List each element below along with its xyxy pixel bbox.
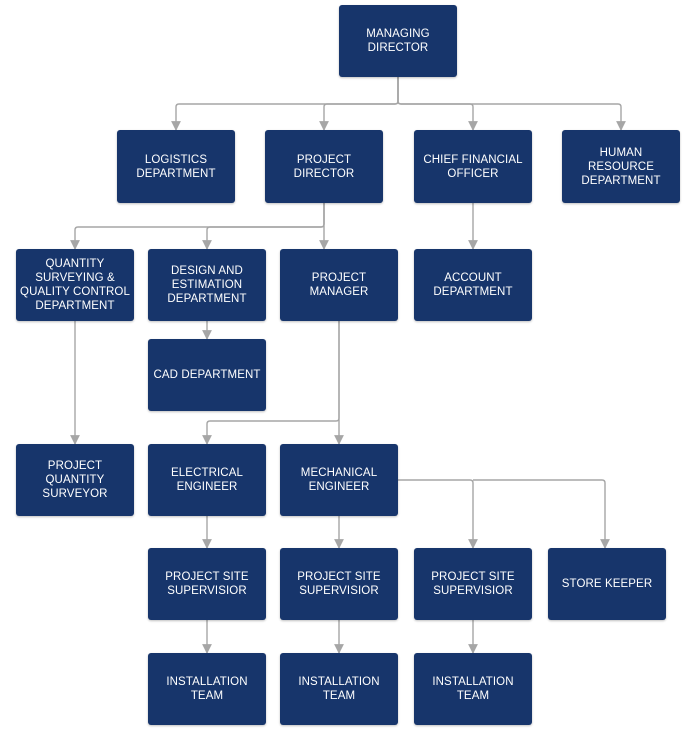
edge-mechanical-sup3 <box>398 479 478 549</box>
node-label: DESIGN AND ESTIMATION DEPARTMENT <box>167 265 247 305</box>
node-project-quantity-surveyor: PROJECT QUANTITY SURVEYOR <box>16 444 134 516</box>
node-label: INSTALLATION TEAM <box>298 676 380 702</box>
node-label: PROJECT DIRECTOR <box>293 153 355 180</box>
node-label: PROJECT SITE SUPERVISIOR <box>165 571 249 597</box>
node-label: CHIEF FINANCIAL OFFICER <box>423 153 523 180</box>
node-chief-financial-officer: CHIEF FINANCIAL OFFICER <box>414 130 532 203</box>
node-label: QUANTITY SURVEYING & QUALITY CONTROL DEP… <box>20 258 130 312</box>
node-label: HUMAN RESOURCE DEPARTMENT <box>581 146 661 187</box>
node-project-director: PROJECT DIRECTOR <box>265 130 383 203</box>
node-project-manager: PROJECT MANAGER <box>280 249 398 321</box>
node-label: CAD DEPARTMENT <box>153 369 261 381</box>
edge-md-hr <box>397 77 626 131</box>
node-label: PROJECT MANAGER <box>309 272 369 298</box>
edge-pd-qs-qc <box>70 203 325 250</box>
node-human-resource-department: HUMAN RESOURCE DEPARTMENT <box>562 130 680 203</box>
node-logistics-department: LOGISTICS DEPARTMENT <box>117 130 235 203</box>
node-label: PROJECT QUANTITY SURVEYOR <box>42 460 108 500</box>
node-cad-department: CAD DEPARTMENT <box>148 339 266 411</box>
node-label: LOGISTICS DEPARTMENT <box>136 153 216 180</box>
node-label: PROJECT SITE SUPERVISIOR <box>297 571 381 597</box>
node-project-site-supervisor-3: PROJECT SITE SUPERVISIOR <box>414 548 532 620</box>
node-label: STORE KEEPER <box>561 578 653 590</box>
edge-md-project-director <box>319 77 399 131</box>
node-label: MANAGING DIRECTOR <box>366 28 430 54</box>
node-store-keeper: STORE KEEPER <box>548 548 666 620</box>
node-mechanical-engineer: MECHANICAL ENGINEER <box>280 444 398 516</box>
node-label: MECHANICAL ENGINEER <box>300 467 378 493</box>
node-label: INSTALLATION TEAM <box>432 676 514 702</box>
node-design-estimation-department: DESIGN AND ESTIMATION DEPARTMENT <box>148 249 266 321</box>
node-label: PROJECT SITE SUPERVISIOR <box>431 571 515 597</box>
node-installation-team-2: INSTALLATION TEAM <box>280 653 398 725</box>
node-label: ELECTRICAL ENGINEER <box>171 467 243 493</box>
node-electrical-engineer: ELECTRICAL ENGINEER <box>148 444 266 516</box>
node-managing-director: MANAGING DIRECTOR <box>339 5 457 77</box>
node-label: INSTALLATION TEAM <box>166 676 248 702</box>
edge-mechanical-store <box>473 479 610 549</box>
node-account-department: ACCOUNT DEPARTMENT <box>414 249 532 321</box>
node-installation-team-3: INSTALLATION TEAM <box>414 653 532 725</box>
node-label: ACCOUNT DEPARTMENT <box>433 272 513 298</box>
node-installation-team-1: INSTALLATION TEAM <box>148 653 266 725</box>
node-project-site-supervisor-1: PROJECT SITE SUPERVISIOR <box>148 548 266 620</box>
edge-pd-design <box>202 203 325 250</box>
node-project-site-supervisor-2: PROJECT SITE SUPERVISIOR <box>280 548 398 620</box>
node-qs-qc-department: QUANTITY SURVEYING & QUALITY CONTROL DEP… <box>16 249 134 321</box>
